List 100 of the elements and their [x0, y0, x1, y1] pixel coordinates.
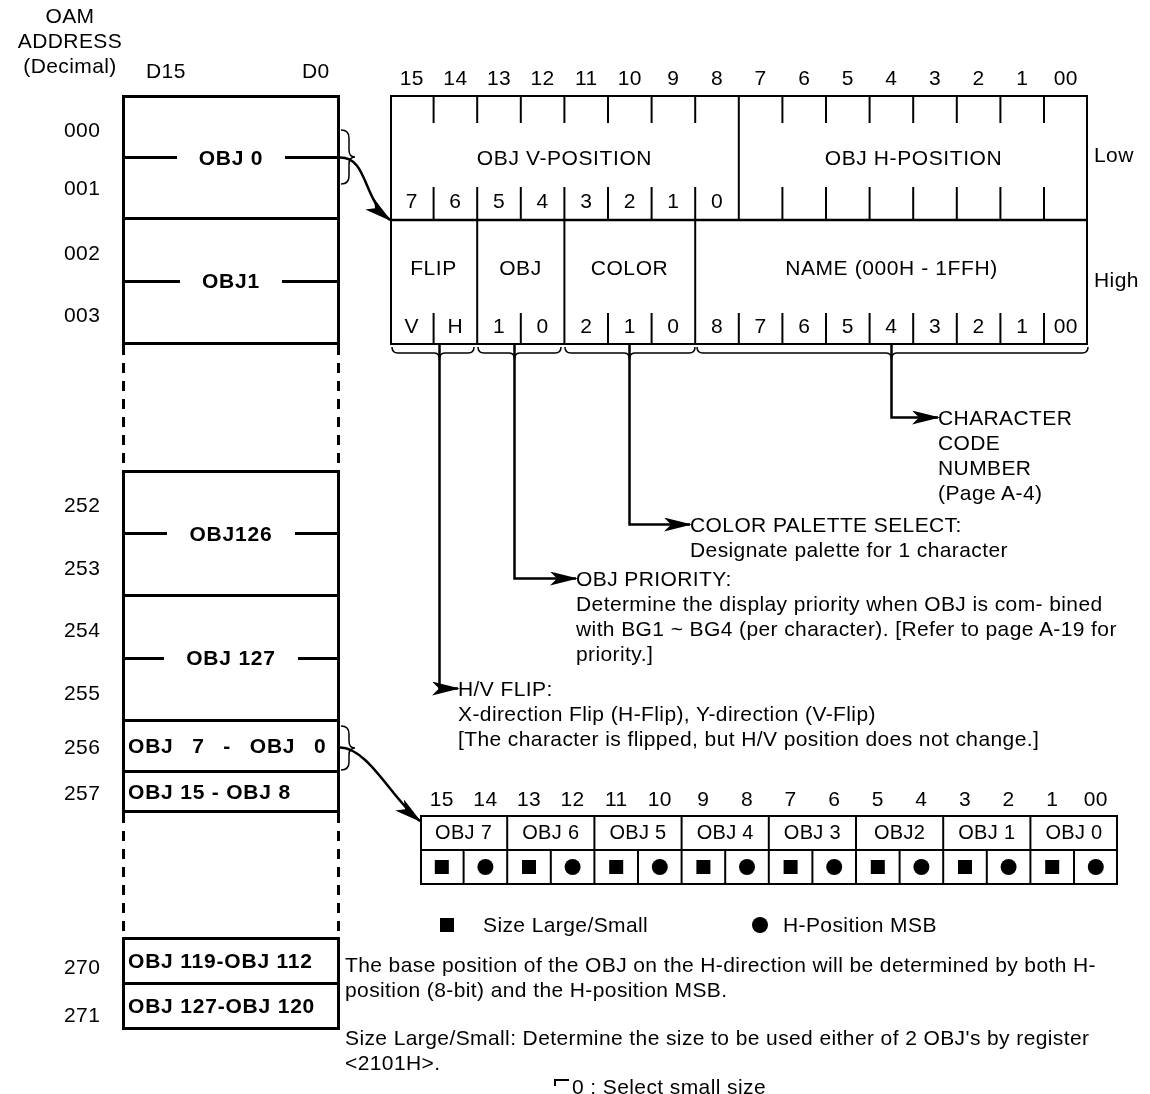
address-label: 254 — [64, 617, 101, 642]
bit-number: 9 — [667, 65, 680, 90]
bit-number: 8 — [740, 786, 754, 811]
memory-row — [122, 773, 340, 813]
register-table — [420, 815, 1118, 885]
legend-text: Size Large/Small — [483, 912, 649, 937]
bit-number: 5 — [492, 188, 506, 213]
arrow — [432, 345, 460, 696]
bit-number: 2 — [623, 188, 636, 213]
bit-number: H — [447, 313, 464, 338]
bit-number: V — [404, 313, 419, 338]
note-text: The base position of the OBJ on the H-direction will be determined by both H-position (8-bit) and the H-position MSB. — [345, 952, 1097, 1002]
bit-number: 12 — [560, 786, 585, 811]
bit-number: 6 — [798, 313, 811, 338]
bit-field-name: OBJ H-POSITION — [824, 145, 1003, 170]
bit-number: 1 — [1016, 65, 1029, 90]
bit-number: 2 — [972, 65, 985, 90]
callout-heading: H/V FLIP: — [458, 676, 554, 701]
bit-number: 11 — [604, 786, 628, 811]
callout-text: [The character is flipped, but H/V position does not change.] — [458, 726, 1041, 751]
bit-field-name: FLIP — [410, 256, 457, 280]
address-label: 002 — [64, 240, 101, 265]
bit-number: 4 — [885, 313, 898, 338]
address-label: 257 — [64, 780, 101, 805]
bit-number: 3 — [928, 313, 942, 338]
bit-number: 6 — [798, 65, 811, 90]
bit-number: 11 — [574, 65, 598, 90]
bit-number: 5 — [841, 313, 854, 338]
arrow — [339, 156, 392, 222]
address-label: 256 — [64, 734, 101, 759]
cell-label: OBJ 3 — [782, 820, 842, 845]
bit-number: 1 — [623, 313, 636, 338]
bit-number: 3 — [928, 65, 942, 90]
object-label: OBJ 0 — [198, 145, 264, 170]
bit-field-name: NAME (000H - 1FFH) — [785, 256, 998, 280]
bit-number: 2 — [1002, 786, 1015, 811]
bit-number: 12 — [530, 65, 555, 90]
bit-number: 4 — [885, 65, 898, 90]
bit-number: 6 — [828, 786, 841, 811]
bit-number: 3 — [958, 786, 972, 811]
object-label: OBJ1 — [201, 269, 261, 293]
bit-number: 00 — [1083, 786, 1108, 811]
memory-row — [122, 220, 340, 345]
bit-number: 2 — [580, 313, 593, 338]
bit-field-name: COLOR — [590, 256, 669, 280]
byte-label: High — [1094, 267, 1139, 292]
address-label: 003 — [64, 302, 101, 327]
bit-field-name: OBJ V-POSITION — [476, 145, 653, 170]
arrow — [628, 345, 692, 532]
bit-number: 00 — [1053, 65, 1078, 90]
bit-number: 8 — [710, 65, 724, 90]
axis-title: OAM ADDRESS (Decimal) — [16, 3, 124, 78]
bit-number: 5 — [871, 786, 884, 811]
address-label: 000 — [64, 117, 101, 142]
bit-number: 10 — [647, 786, 672, 811]
callout-text: Determine the display priority when OBJ is com- bined with BG1 ~ BG4 (per character). [Refer to page A-19 for priority.] — [576, 591, 1118, 666]
bit-number: 14 — [443, 65, 468, 90]
callout-heading: COLOR PALETTE SELECT: — [690, 512, 963, 537]
bit-number: 1 — [492, 313, 506, 338]
object-label: OBJ 119-OBJ 112 — [128, 949, 313, 973]
memory-row — [122, 722, 340, 773]
bit-number: 0 — [710, 188, 724, 213]
address-label: 253 — [64, 555, 101, 580]
callout-heading: OBJ PRIORITY: — [576, 566, 733, 591]
note-text: 0 : Select small size — [572, 1074, 766, 1094]
memory-row — [122, 937, 340, 985]
address-label: 001 — [64, 175, 101, 200]
bit-field-name: OBJ — [499, 256, 542, 280]
bit-label: D0 — [302, 58, 330, 83]
memory-row — [122, 470, 340, 597]
cell-label: OBJ 6 — [521, 820, 581, 845]
bit-number: 14 — [473, 786, 498, 811]
bit-number: 0 — [536, 313, 549, 338]
callout-text: X-direction Flip (H-Flip), Y-direction (V-Flip) — [458, 701, 877, 726]
byte-label: Low — [1094, 142, 1134, 167]
bit-number: 10 — [617, 65, 642, 90]
address-label: 271 — [64, 1002, 101, 1027]
callout-heading: CHARACTER CODE NUMBER (Page A-4) — [938, 405, 1074, 505]
register-table — [390, 95, 1088, 345]
bit-number: 9 — [697, 786, 710, 811]
bit-number: 2 — [972, 313, 985, 338]
bit-number: 5 — [841, 65, 854, 90]
cell-label: OBJ 0 — [1044, 820, 1104, 845]
bit-number: 1 — [1046, 786, 1059, 811]
bit-number: 1 — [1016, 313, 1029, 338]
address-label: 255 — [64, 680, 101, 705]
bit-number: 3 — [580, 188, 593, 213]
bit-number: 1 — [667, 188, 680, 213]
memory-row — [122, 985, 340, 1030]
bit-number: 7 — [754, 313, 767, 338]
bit-number: 4 — [536, 188, 549, 213]
bit-number: 7 — [405, 188, 418, 213]
bit-number: 4 — [915, 786, 928, 811]
cell-label: OBJ 1 — [957, 820, 1017, 845]
object-label: OBJ126 — [189, 521, 273, 546]
bit-number: 13 — [516, 786, 542, 811]
bit-number: 7 — [754, 65, 767, 90]
bit-number: 00 — [1053, 313, 1078, 338]
memory-row — [122, 597, 340, 722]
bit-number: 13 — [486, 65, 512, 90]
